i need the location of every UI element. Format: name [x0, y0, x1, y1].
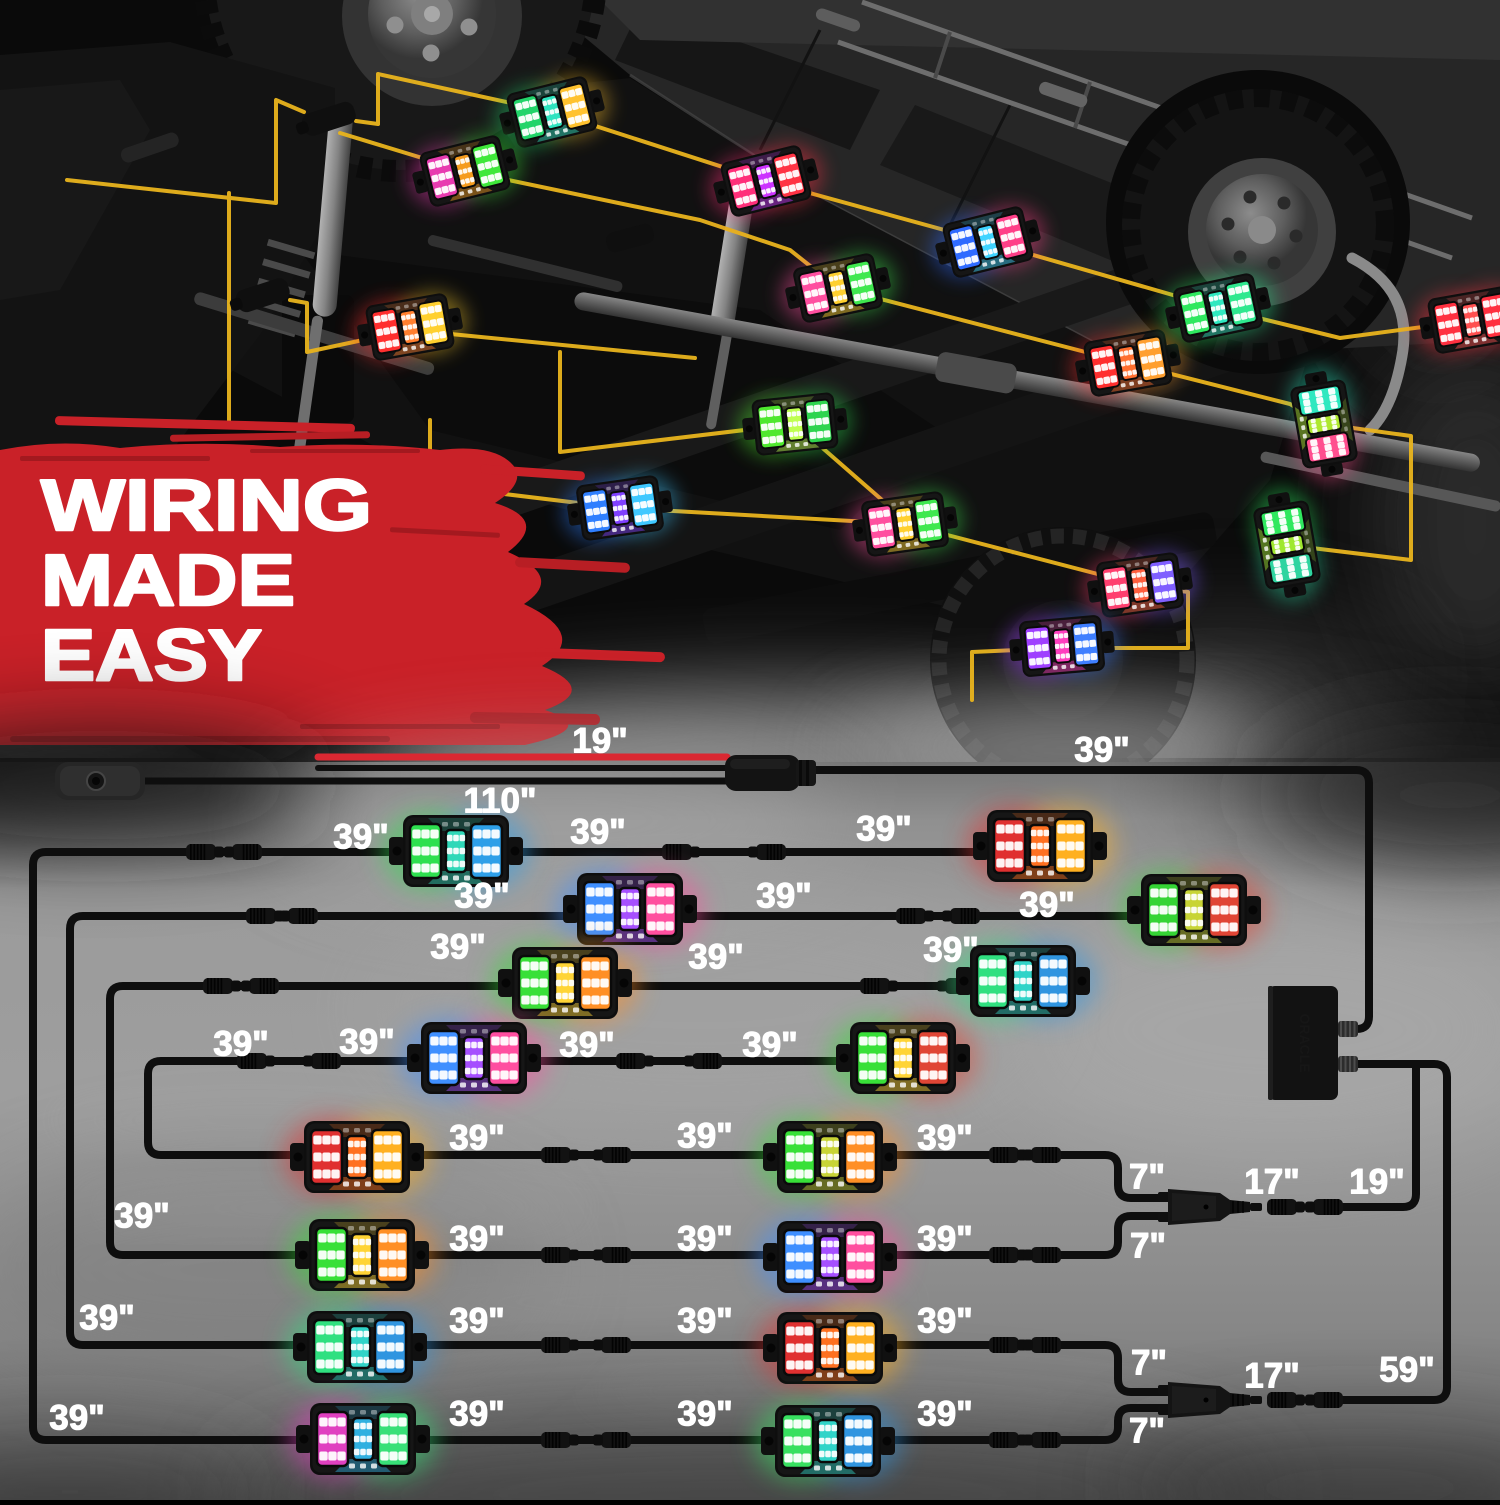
svg-text:EASY: EASY	[41, 616, 262, 696]
svg-text:39": 39"	[917, 1302, 973, 1341]
svg-text:39": 39"	[1074, 731, 1130, 770]
svg-text:39": 39"	[856, 810, 912, 849]
svg-text:39": 39"	[688, 938, 744, 977]
svg-text:39": 39"	[449, 1302, 505, 1341]
svg-text:7": 7"	[1130, 1227, 1166, 1266]
svg-text:39": 39"	[1019, 886, 1075, 925]
svg-text:7": 7"	[1131, 1344, 1167, 1383]
svg-text:39": 39"	[449, 1220, 505, 1259]
svg-text:39": 39"	[677, 1395, 733, 1434]
svg-text:39": 39"	[742, 1026, 798, 1065]
svg-text:39": 39"	[917, 1395, 973, 1434]
svg-text:ORACLE: ORACLE	[1297, 1013, 1313, 1072]
svg-text:39": 39"	[213, 1025, 269, 1064]
svg-text:7": 7"	[1129, 1412, 1165, 1451]
svg-text:39": 39"	[449, 1119, 505, 1158]
svg-text:39": 39"	[917, 1220, 973, 1259]
svg-text:17": 17"	[1244, 1163, 1300, 1202]
svg-text:39": 39"	[49, 1399, 105, 1438]
svg-text:19": 19"	[572, 722, 628, 761]
svg-text:MADE: MADE	[41, 541, 295, 621]
svg-text:39": 39"	[756, 877, 812, 916]
svg-text:39": 39"	[454, 877, 510, 916]
svg-text:39": 39"	[79, 1299, 135, 1338]
svg-text:110": 110"	[463, 782, 536, 821]
svg-text:39": 39"	[449, 1395, 505, 1434]
svg-text:39": 39"	[559, 1026, 615, 1065]
svg-text:39": 39"	[570, 813, 626, 852]
svg-text:39": 39"	[677, 1302, 733, 1341]
svg-text:17": 17"	[1244, 1357, 1300, 1396]
svg-text:39": 39"	[917, 1119, 973, 1158]
svg-text:19": 19"	[1349, 1163, 1405, 1202]
svg-text:39": 39"	[677, 1117, 733, 1156]
svg-text:39": 39"	[333, 818, 389, 857]
svg-text:39": 39"	[677, 1220, 733, 1259]
svg-text:39": 39"	[430, 928, 486, 967]
svg-text:7": 7"	[1129, 1158, 1165, 1197]
svg-text:39": 39"	[114, 1197, 170, 1236]
svg-text:39": 39"	[339, 1023, 395, 1062]
svg-text:59": 59"	[1379, 1351, 1435, 1390]
svg-text:39": 39"	[923, 931, 979, 970]
svg-text:WIRING: WIRING	[41, 466, 372, 546]
